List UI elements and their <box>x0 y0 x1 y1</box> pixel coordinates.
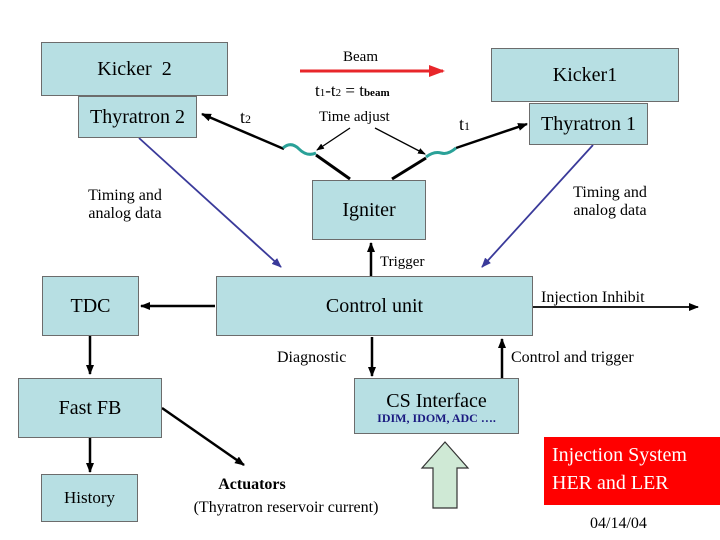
cable-to-thyratron2 <box>201 112 285 151</box>
kicker2-label: Kicker 2 <box>97 57 172 80</box>
fast-fb-label: Fast FB <box>58 396 122 419</box>
thyratron2-label: Thyratron 2 <box>90 105 185 128</box>
timing-analog-right-label: Timing and analog data <box>559 184 661 221</box>
equation-t1: t <box>315 81 320 100</box>
kicker1-label: Kicker1 <box>552 63 618 86</box>
timing-line-right <box>481 144 594 268</box>
t2-label: t2 <box>240 107 251 128</box>
igniter-label: Igniter <box>342 198 396 221</box>
equation-subbeam: beam <box>363 87 390 99</box>
t2-t: t <box>240 107 246 127</box>
equation-sub2: 2 <box>335 87 342 99</box>
equation-sub1: 1 <box>319 87 326 99</box>
t1-sub: 1 <box>464 119 471 133</box>
timing-right-line2: analog data <box>573 202 647 220</box>
t1-t: t <box>459 114 465 134</box>
actuators-label: Actuators <box>218 476 286 493</box>
timing-line-left <box>138 137 282 268</box>
equation-dash: -t <box>325 81 336 100</box>
time-adjust-pointer-left <box>316 127 351 151</box>
cs-interface-box: CS Interface IDIM, IDOM, ADC …. <box>354 378 519 434</box>
cs-interface-sublabel: IDIM, IDOM, ADC …. <box>377 411 496 425</box>
kicker1-box: Kicker1 <box>491 48 679 102</box>
thyratron1-box: Thyratron 1 <box>529 103 648 145</box>
fast-fb-box: Fast FB <box>18 378 162 438</box>
diagnostic-label: Diagnostic <box>277 349 347 366</box>
igniter-to-cable-left <box>315 153 351 181</box>
cs-interface-label: CS Interface <box>386 390 487 412</box>
timing-equation: t1-t2 = tbeam <box>315 81 390 101</box>
timing-right-line1: Timing and <box>573 184 647 201</box>
trigger-label: Trigger <box>380 254 425 270</box>
control-unit-label: Control unit <box>325 294 424 317</box>
tdc-box: TDC <box>42 276 139 336</box>
badge-line2: HER and LER <box>552 472 669 494</box>
history-label: History <box>64 488 115 507</box>
delay-cable-left <box>282 143 317 156</box>
equation-eq: = t <box>341 81 364 100</box>
beam-label: Beam <box>343 49 378 65</box>
badge-line1: Injection System <box>552 444 687 466</box>
tdc-label: TDC <box>70 294 111 317</box>
timing-analog-left-label: Timing and analog data <box>74 187 176 224</box>
time-adjust-pointer-right <box>374 127 426 155</box>
injection-inhibit-label: Injection Inhibit <box>541 289 645 306</box>
date-label: 04/14/04 <box>590 515 647 532</box>
thyratron1-label: Thyratron 1 <box>541 112 636 135</box>
control-and-trigger-label: Control and trigger <box>511 349 634 366</box>
timing-left-line2: analog data <box>88 205 162 223</box>
control-unit-box: Control unit <box>216 276 533 336</box>
thyratron2-box: Thyratron 2 <box>78 96 197 138</box>
timing-left-line1: Timing and <box>88 187 162 204</box>
fastfb-to-actuators-arrow <box>161 406 245 467</box>
external-input-arrow <box>420 441 470 509</box>
igniter-to-cable-right <box>391 156 427 181</box>
kicker2-box: Kicker 2 <box>41 42 228 96</box>
actuators-sublabel: (Thyratron reservoir current) <box>193 499 379 516</box>
cable-to-thyratron1 <box>455 122 528 150</box>
time-adjust-label: Time adjust <box>319 109 390 125</box>
t1-label: t1 <box>459 114 470 135</box>
delay-cable-right <box>425 146 457 159</box>
injection-system-badge: Injection System HER and LER <box>544 437 720 505</box>
history-box: History <box>41 474 138 522</box>
igniter-box: Igniter <box>312 180 426 240</box>
t2-sub: 2 <box>245 112 252 126</box>
